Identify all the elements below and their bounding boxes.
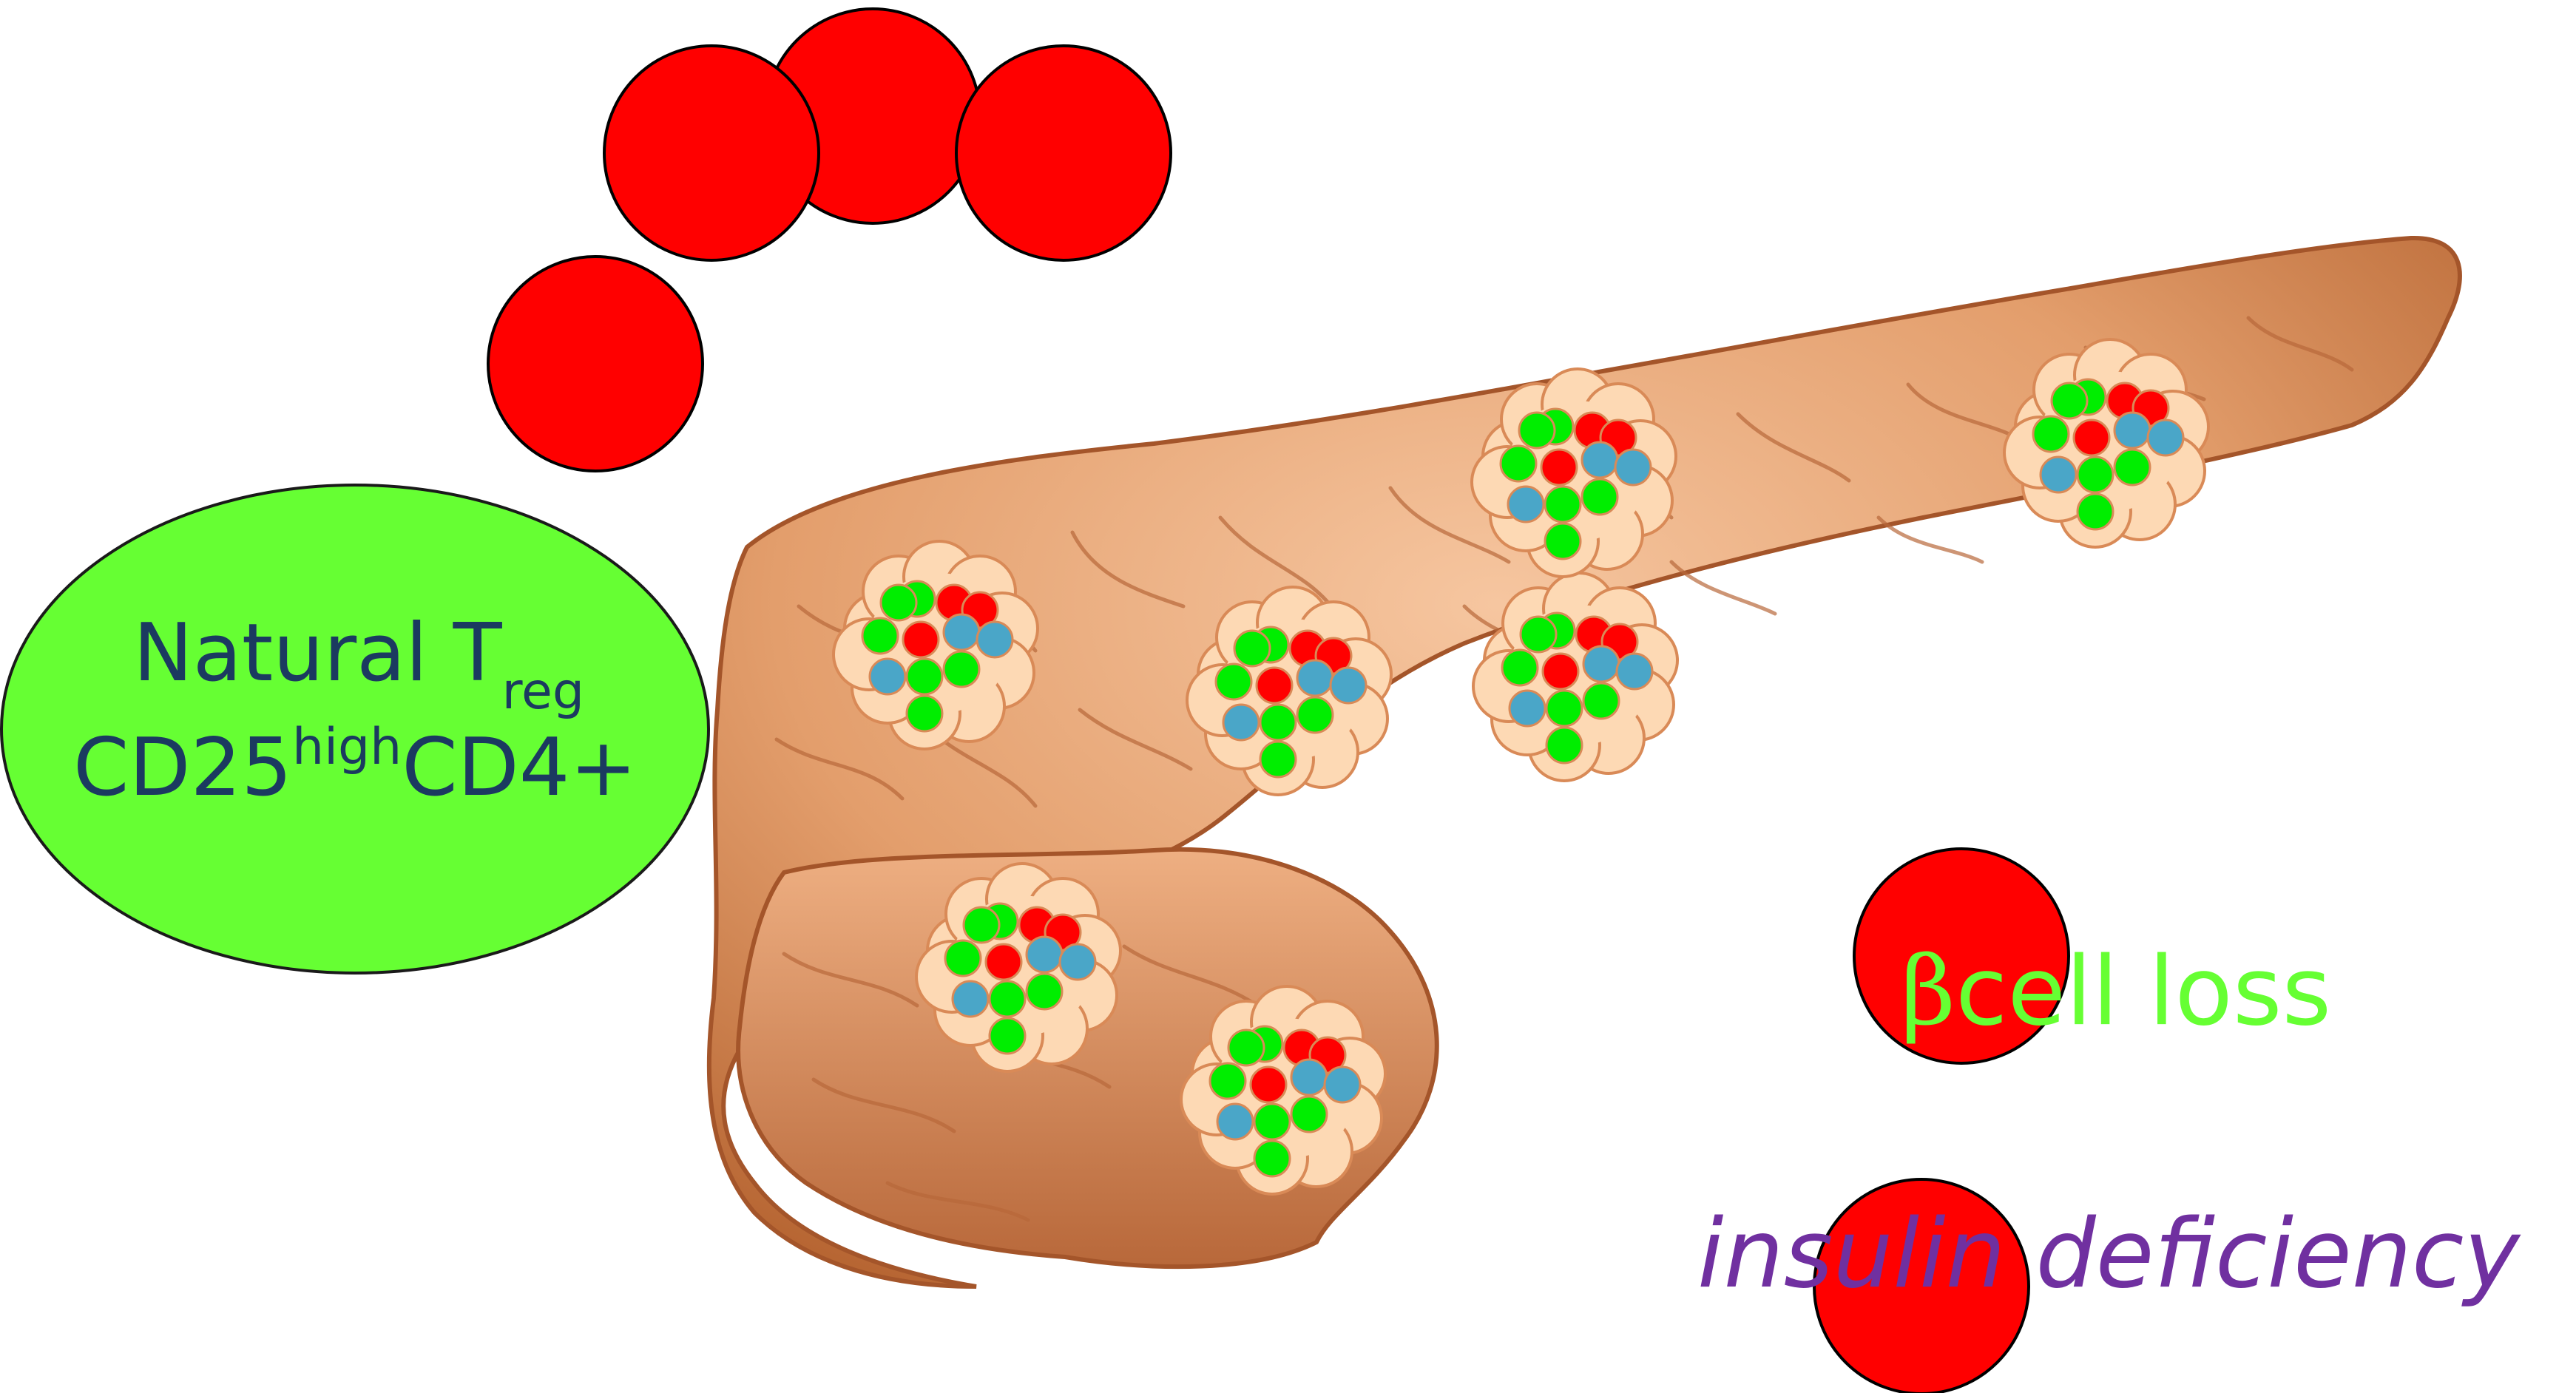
cell-green [1260,742,1296,777]
effector-cell-1 [488,257,703,471]
cell-green [907,696,942,731]
cell-green [964,907,999,943]
cell-blue [1615,450,1651,485]
cell-red [1257,668,1292,703]
cell-green [1297,697,1333,733]
effector-cell-4 [956,46,1171,260]
cell-green [1501,446,1536,481]
cell-blue [1060,944,1095,980]
cell-blue [1508,487,1544,522]
beta-cell-loss-label: βcell loss [1901,937,2331,1047]
cell-green [1234,631,1270,666]
cell-green [1583,683,1619,719]
cell-green [1545,487,1581,522]
cell-green [1254,1141,1290,1176]
cell-blue [870,659,905,694]
cell-green [2078,457,2113,492]
cell-green [1027,974,1062,1009]
cell-blue [1223,705,1259,740]
cell-blue [1027,937,1062,972]
cell-green [1228,1030,1264,1065]
cell-green [862,618,898,654]
cell-green [1546,691,1582,726]
cell-blue [953,981,988,1017]
cell-blue [1331,668,1366,703]
cell-blue [1297,660,1333,696]
cell-green [1260,705,1296,740]
cell-green [2078,494,2113,529]
cell-green [1582,479,1617,515]
cell-green [907,659,942,694]
cell-green [1502,650,1538,685]
cell-blue [2041,457,2076,492]
cell-blue [1617,654,1652,689]
cell-blue [977,622,1013,657]
cell-blue [1583,646,1619,682]
cell-green [2033,416,2069,452]
cell-red [1543,654,1578,689]
cell-green [1210,1063,1245,1099]
cell-green [1546,728,1582,763]
cell-green [881,585,916,620]
cell-green [1545,523,1581,559]
cell-green [990,1018,1025,1054]
cell-blue [1510,691,1545,726]
cell-blue [1291,1060,1327,1095]
cell-green [1519,413,1555,448]
cell-blue [2148,420,2183,455]
insulin-deficiency-label: insulin deficiency [1697,1199,2521,1309]
cell-green [2114,450,2150,485]
cell-blue [1325,1067,1360,1102]
cell-green [1254,1104,1290,1139]
cell-red [903,622,939,657]
effector-cells [488,9,1171,471]
cell-green [2052,383,2087,418]
cell-red [1251,1067,1286,1102]
cell-red [986,944,1021,980]
cell-red [1541,450,1577,485]
effector-cell-3 [604,46,819,260]
cell-green [944,651,979,687]
cell-blue [944,614,979,650]
cell-green [1291,1097,1327,1132]
cell-green [990,981,1025,1017]
cell-blue [1582,442,1617,478]
cell-red [2074,420,2109,455]
cell-green [1216,664,1251,699]
cell-blue [2114,413,2150,448]
cell-green [945,940,981,976]
cell-blue [1217,1104,1253,1139]
cell-green [1521,617,1556,652]
